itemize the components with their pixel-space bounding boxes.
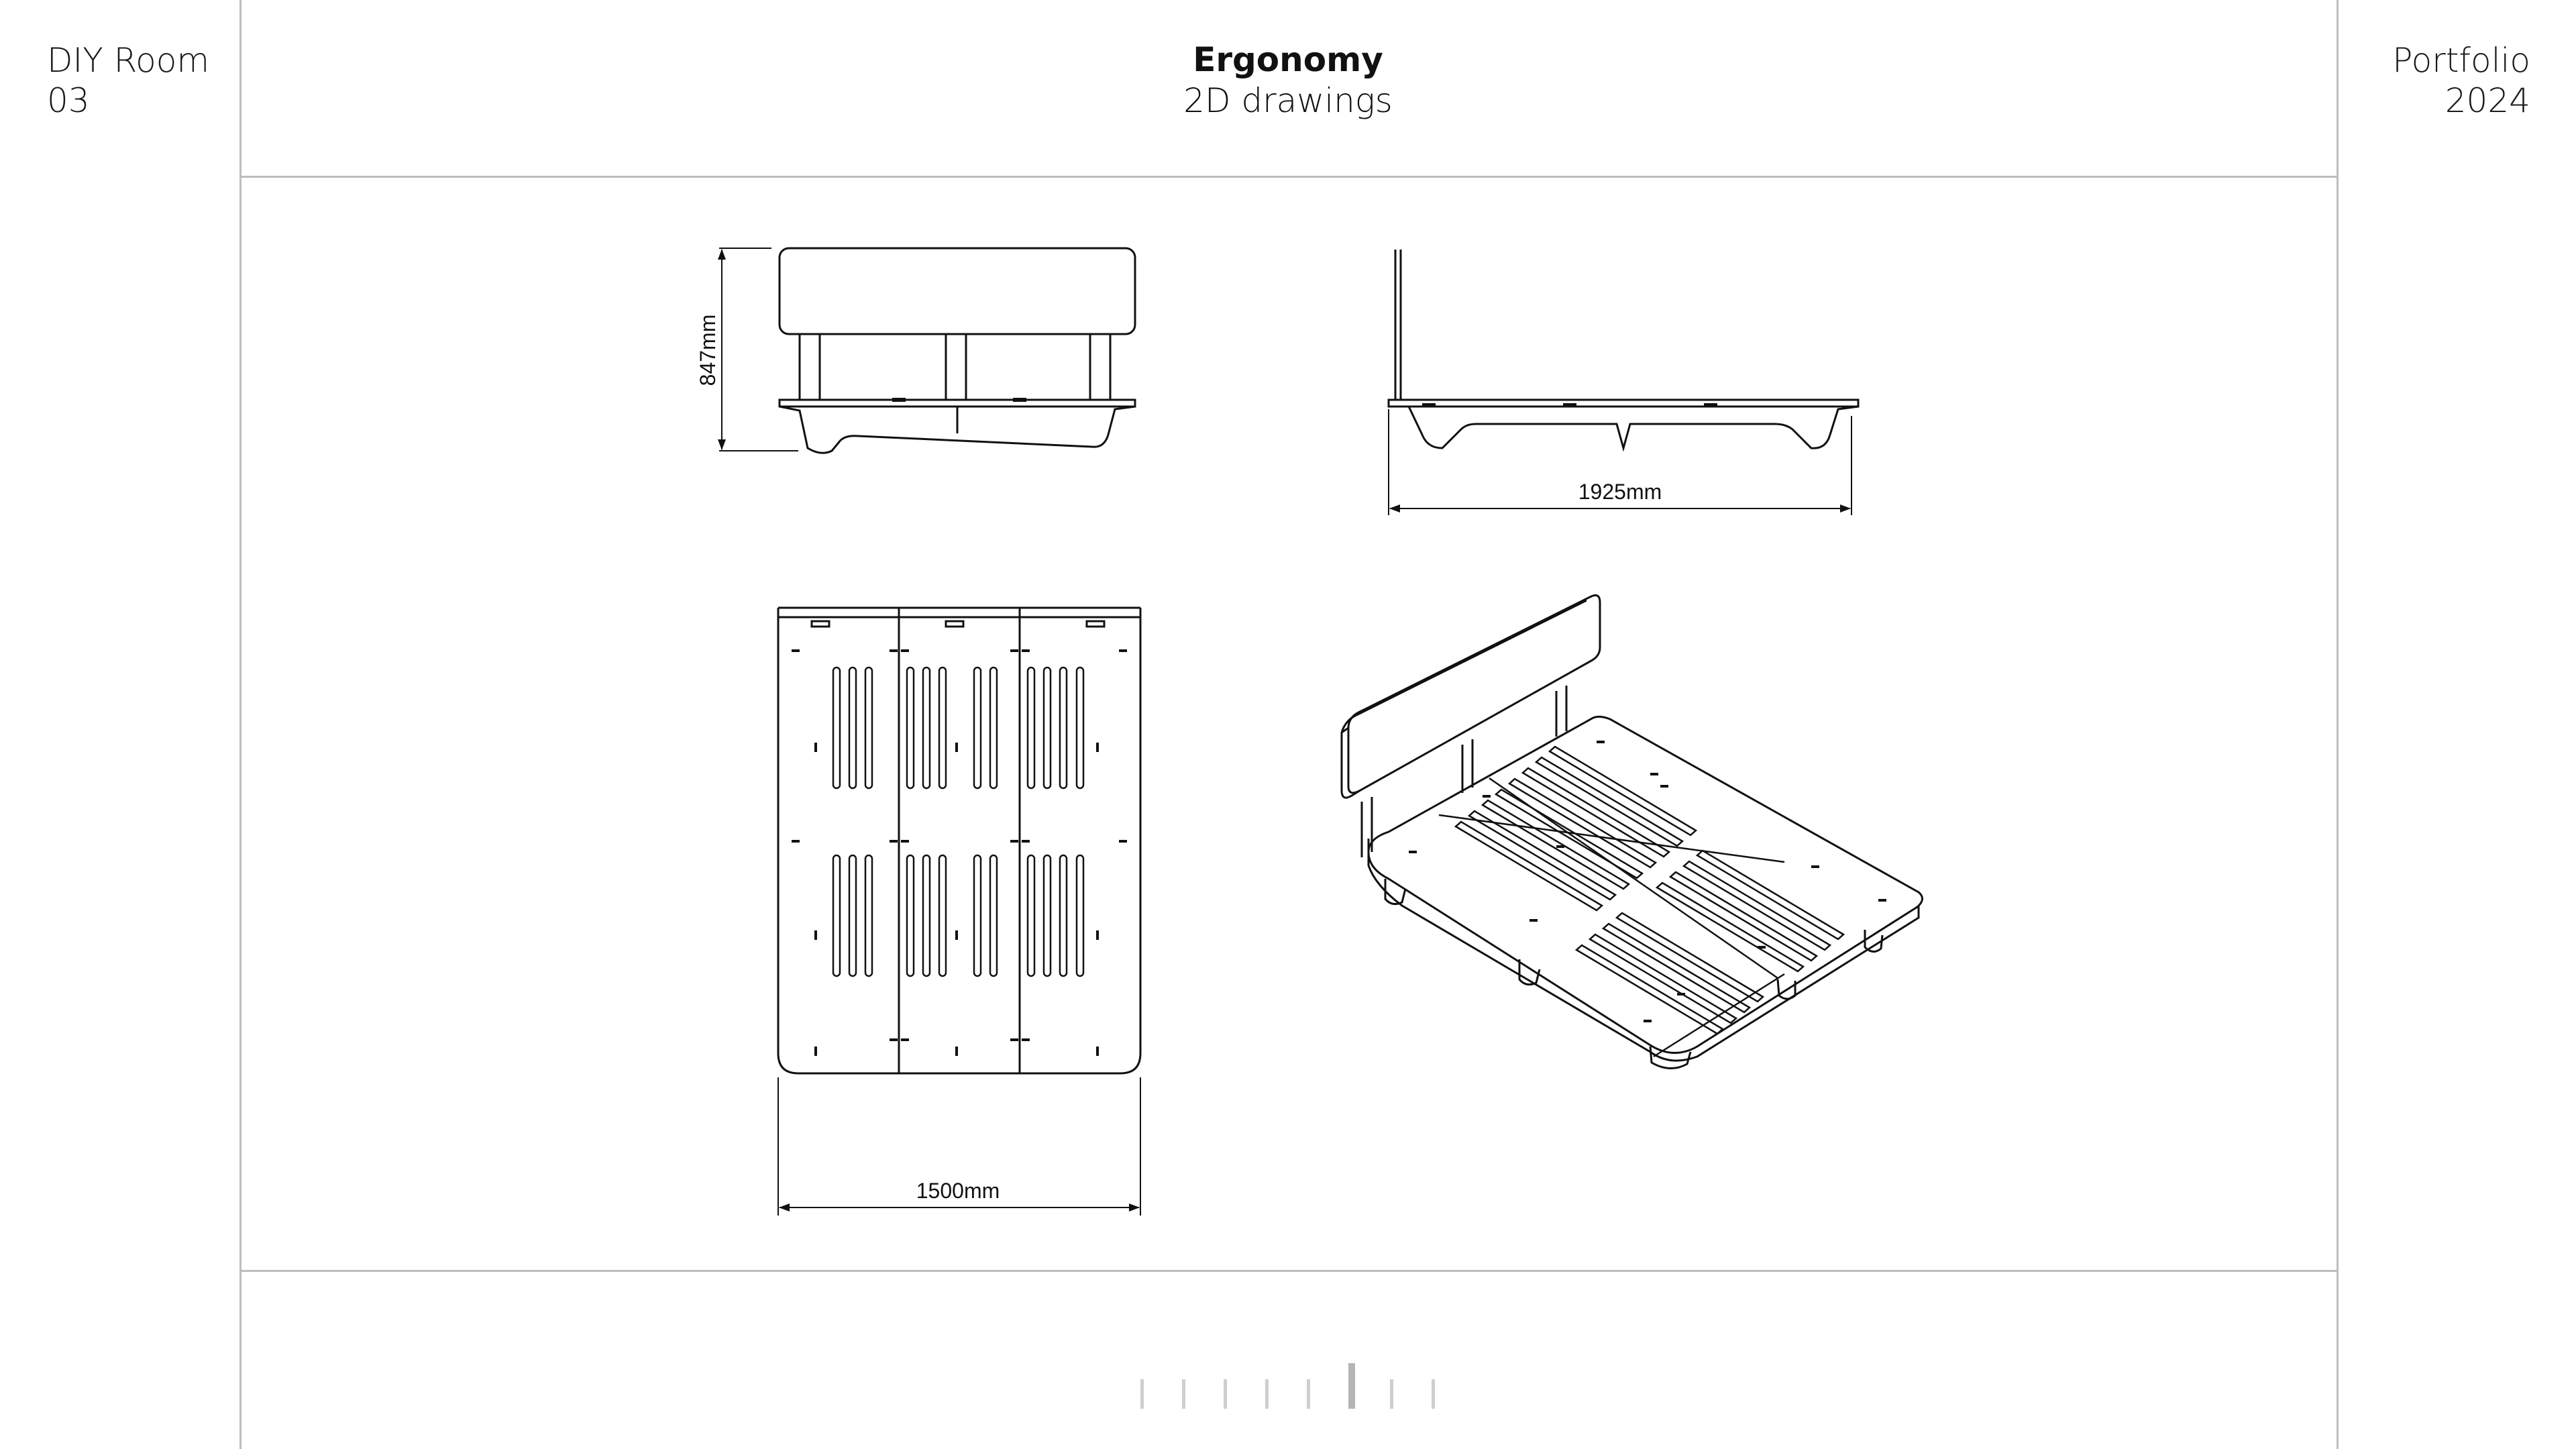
- project-number: 03: [47, 81, 90, 120]
- page-indicator-tick[interactable]: [1307, 1379, 1310, 1409]
- page-indicator-tick-active[interactable]: [1348, 1363, 1355, 1409]
- page-header: Ergonomy 2D drawings: [241, 39, 2334, 121]
- page-indicator: [1140, 1355, 1449, 1409]
- page-indicator-tick[interactable]: [1432, 1379, 1435, 1409]
- page-indicator-tick[interactable]: [1390, 1379, 1393, 1409]
- portfolio-label: Portfolio 2024: [2392, 40, 2530, 121]
- footer-divider: [239, 1270, 2339, 1272]
- portfolio-name: Portfolio: [2392, 41, 2530, 80]
- page-title: Ergonomy: [1193, 40, 1383, 79]
- top-view: [777, 606, 1142, 1216]
- side-view: [1387, 250, 1860, 515]
- page-indicator-tick[interactable]: [1224, 1379, 1227, 1409]
- portfolio-year: 2024: [2445, 81, 2530, 120]
- isometric-view: [1340, 594, 1923, 1069]
- header-divider: [239, 176, 2339, 178]
- left-frame-line: [239, 0, 241, 1449]
- right-frame-line: [2337, 0, 2339, 1449]
- length-dimension-label: 1925mm: [1578, 480, 1662, 504]
- front-view: [718, 247, 1136, 454]
- page-indicator-tick[interactable]: [1140, 1379, 1144, 1409]
- page-subtitle: 2D drawings: [1183, 81, 1393, 120]
- project-name: DIY Room: [47, 41, 210, 80]
- page-indicator-tick[interactable]: [1182, 1379, 1185, 1409]
- project-label: DIY Room 03: [47, 40, 209, 121]
- height-dimension-label: 847mm: [696, 315, 720, 386]
- width-dimension-label: 1500mm: [916, 1179, 1000, 1203]
- page-indicator-tick[interactable]: [1265, 1379, 1269, 1409]
